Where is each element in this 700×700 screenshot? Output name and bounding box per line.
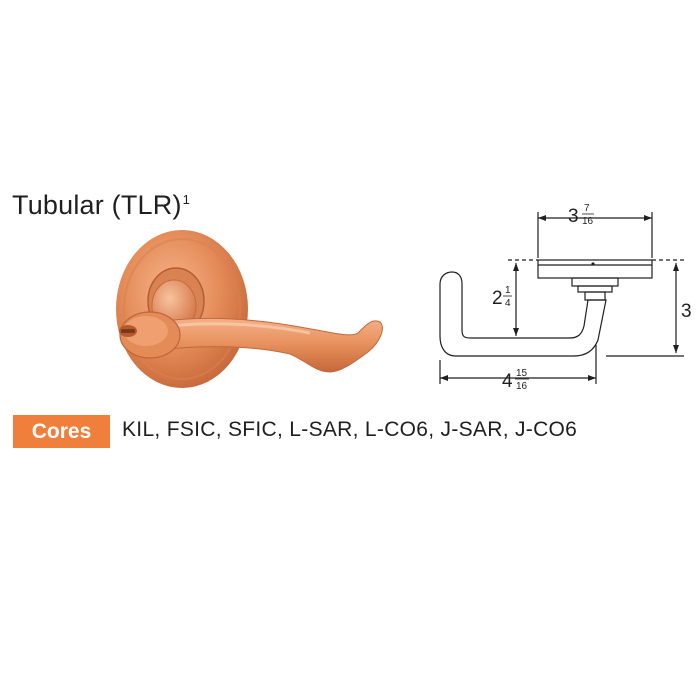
- dim-drop-den: 4: [505, 298, 511, 309]
- dim-drop-whole: 2: [492, 288, 503, 309]
- cores-label: Cores: [31, 419, 92, 443]
- drawing-rose-body: [537, 259, 653, 279]
- lever-arm: [149, 317, 383, 373]
- dim-lever-drop: 2 1 4: [492, 285, 512, 309]
- dim-length-num: 15: [516, 368, 528, 379]
- dim-width-den: 16: [582, 216, 594, 227]
- product-title-text: Tubular (TLR): [12, 190, 182, 220]
- dim-height: 3: [681, 301, 692, 322]
- dim-width-top: 3 7 16: [568, 203, 594, 227]
- dim-length-bottom: 4 15 16: [502, 368, 529, 392]
- dim-width-whole: 3: [568, 206, 579, 227]
- dim-width-num: 7: [584, 203, 590, 214]
- drawing-lever-outline: [439, 271, 607, 357]
- lever-handle-image: [116, 230, 383, 388]
- dim-drop-num: 1: [505, 285, 511, 296]
- dim-length-whole: 4: [502, 371, 513, 392]
- cores-list: KIL, FSIC, SFIC, L-SAR, L-CO6, J-SAR, J-…: [122, 418, 578, 441]
- dimension-drawing: 3 7 16 2 1 4 3 4 15 16: [439, 203, 692, 392]
- cores-label-badge: Cores: [13, 415, 110, 448]
- product-title: Tubular (TLR)1: [12, 190, 190, 221]
- dim-length-den: 16: [516, 381, 528, 392]
- title-footnote: 1: [182, 192, 191, 207]
